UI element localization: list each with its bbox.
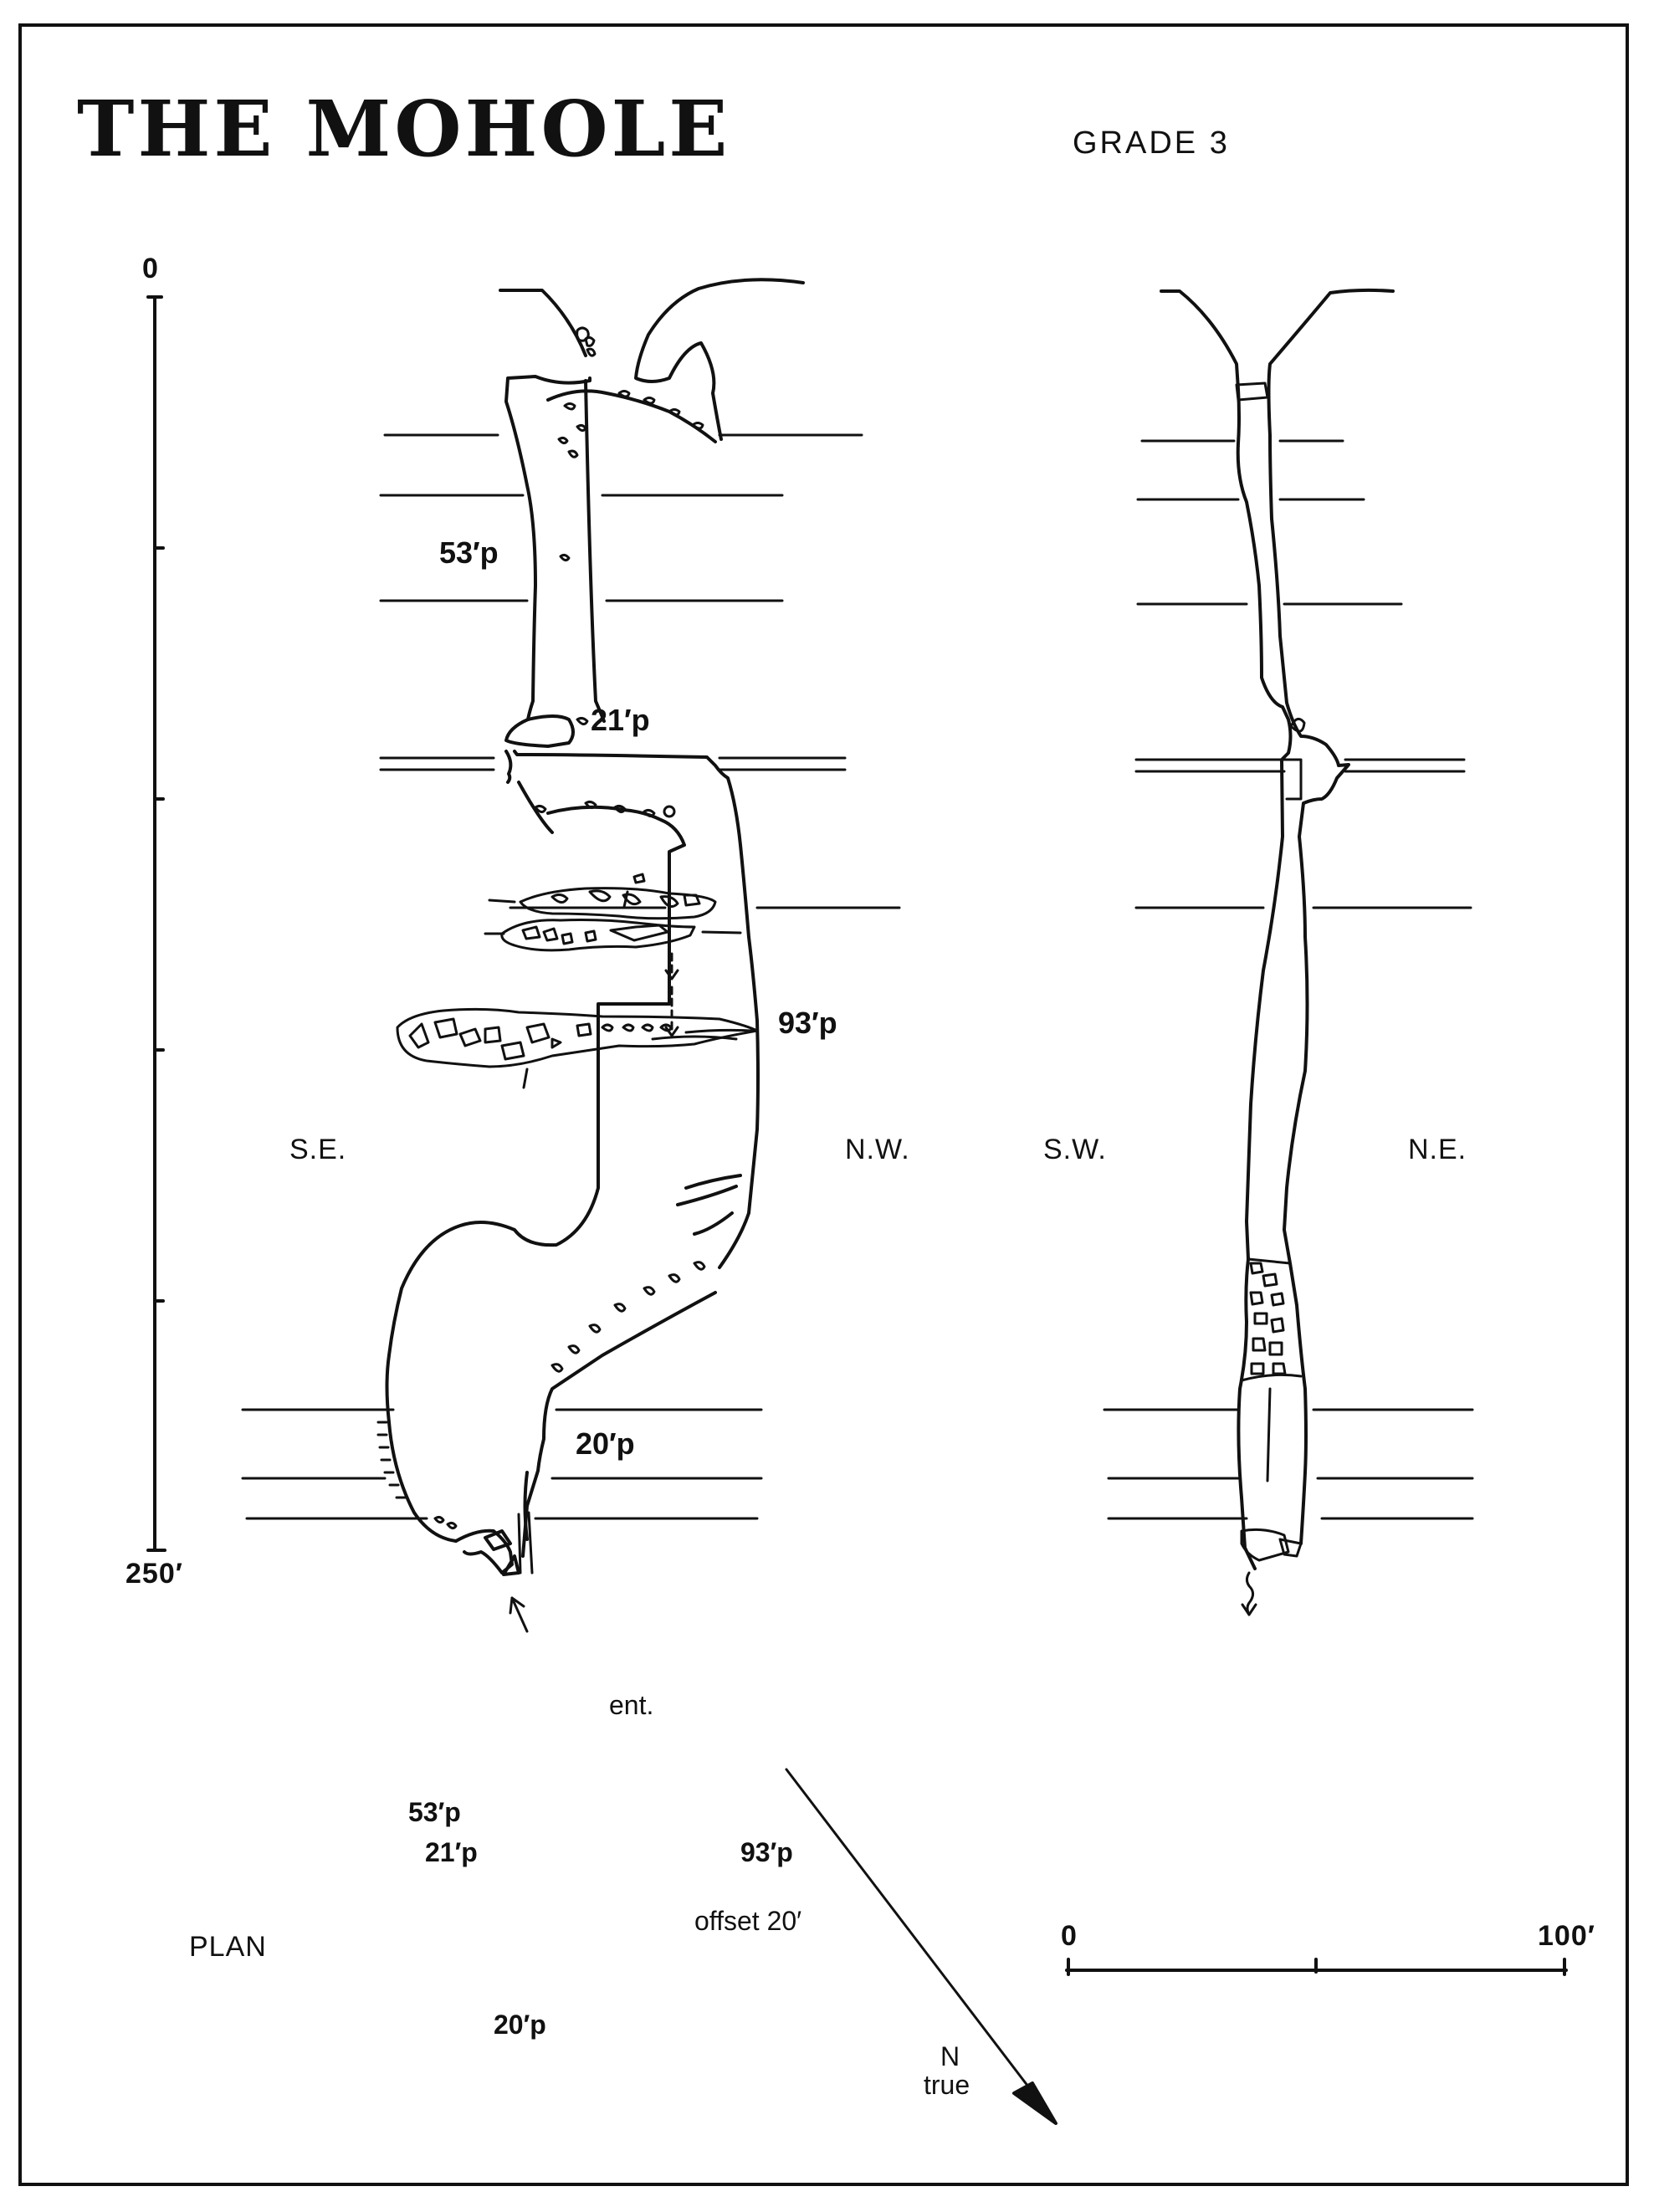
plan-pitch-label-53: 53′p — [408, 1797, 461, 1827]
plan-pitch-label-21: 21′p — [425, 1837, 478, 1867]
north-arrow-n-label: N — [940, 2041, 960, 2071]
plan-pitch-label-20: 20′p — [494, 2010, 546, 2040]
direction-label-se: S.E. — [289, 1134, 347, 1165]
boulder-chokes-left — [433, 326, 706, 1530]
north-arrow — [785, 1768, 1057, 2125]
grade-label: GRADE 3 — [1073, 125, 1230, 161]
draught-arrow-right — [1241, 1571, 1257, 1616]
plan-offset-label: offset 20′ — [694, 1906, 802, 1936]
pitch-label-20: 20′p — [576, 1426, 635, 1461]
plan-entrance-label: ent. — [609, 1690, 654, 1720]
pitch-label-21: 21′p — [591, 703, 650, 737]
pitch-label-53: 53′p — [439, 535, 499, 570]
depth-scale-top-label: 0 — [142, 253, 159, 284]
horizontal-scale-start-label: 0 — [1061, 1920, 1078, 1952]
elevation-se-nw-outline — [385, 278, 805, 1576]
depth-scale-bottom-label: 250′ — [125, 1558, 183, 1590]
direction-label-sw: S.W. — [1043, 1134, 1107, 1165]
direction-label-nw: N.W. — [845, 1134, 910, 1165]
bedding-lines-right — [1103, 439, 1474, 1520]
page-title: THE MOHOLE — [77, 84, 731, 174]
direction-label-ne: N.E. — [1408, 1134, 1467, 1165]
sheet-border — [18, 23, 1629, 2186]
depth-scale — [146, 295, 166, 1552]
plan-view — [396, 887, 759, 1089]
draught-arrow-left — [509, 1596, 529, 1633]
bedding-lines-left — [241, 433, 901, 1520]
elevation-sw-ne-outline — [1160, 288, 1395, 1570]
horizontal-scale-bar — [1065, 1958, 1568, 1976]
pitch-label-93: 93′p — [778, 1006, 837, 1040]
boulder-chokes-right — [1249, 1262, 1287, 1375]
north-arrow-true-label: true — [924, 2070, 970, 2100]
plan-pitch-label-93: 93′p — [740, 1837, 793, 1867]
plan-label: PLAN — [189, 1931, 267, 1963]
horizontal-scale-end-label: 100′ — [1538, 1920, 1595, 1952]
hatching-left — [376, 1421, 407, 1499]
